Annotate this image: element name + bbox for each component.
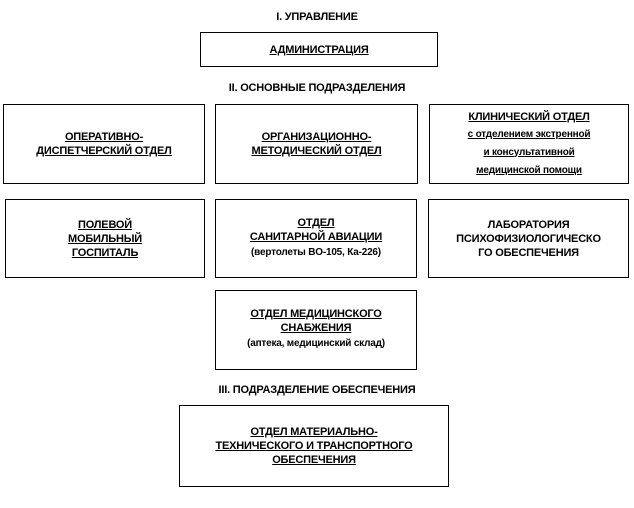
administration-box: АДМИНИСТРАЦИЯ [200,32,438,67]
material-line-2: ТЕХНИЧЕСКОГО И ТРАНСПОРТНОГО [215,440,413,452]
material-line-1: ОТДЕЛ МАТЕРИАЛЬНО- [250,426,378,438]
operative-line-1: ОПЕРАТИВНО- [64,131,144,143]
laboratory-line-1: ЛАБОРАТОРИЯ [487,218,570,231]
aviation-title-line-1: ОТДЕЛ [297,216,335,229]
operative-line-2: ДИСПЕТЧЕРСКИЙ ОТДЕЛ [36,145,172,157]
laboratory-line-3: ГО ОБЕСПЕЧЕНИЯ [478,246,579,259]
material-technical-transport-department-box: ОТДЕЛ МАТЕРИАЛЬНО- ТЕХНИЧЕСКОГО И ТРАНСП… [179,405,449,487]
clinical-line-1: с отделением экстренной [467,128,591,140]
supply-title-line-2: СНАБЖЕНИЯ [280,322,352,334]
administration-label: АДМИНИСТРАЦИЯ [269,43,369,56]
laboratory-line-2: ПСИХОФИЗИОЛОГИЧЕСКО [456,232,601,245]
psychophysiological-laboratory-box: ЛАБОРАТОРИЯ ПСИХОФИЗИОЛОГИЧЕСКО ГО ОБЕСП… [428,199,629,278]
material-line-3: ОБЕСПЕЧЕНИЯ [272,454,356,466]
field-mobile-hospital-box: ПОЛЕВОЙ МОБИЛЬНЫЙ ГОСПИТАЛЬ [5,199,205,278]
organizational-methodical-department-box: ОРГАНИЗАЦИОННО- МЕТОДИЧЕСКИЙ ОТДЕЛ [215,104,418,184]
supply-title-line-1: ОТДЕЛ МЕДИЦИНСКОГО [250,308,382,320]
section-3-heading: III. ПОДРАЗДЕЛЕНИЕ ОБЕСПЕЧЕНИЯ [218,384,416,396]
aviation-note: (вертолеты BO-105, Ка-226) [251,246,381,258]
operative-dispatch-department-box: ОПЕРАТИВНО- ДИСПЕТЧЕРСКИЙ ОТДЕЛ [3,104,205,184]
medical-supply-department-box: ОТДЕЛ МЕДИЦИНСКОГО СНАБЖЕНИЯ (аптека, ме… [215,290,417,370]
clinical-department-box: КЛИНИЧЕСКИЙ ОТДЕЛ с отделением экстренно… [429,104,629,184]
clinical-line-3: медицинской помощи [476,164,582,176]
organizational-line-1: ОРГАНИЗАЦИОННО- [261,131,372,143]
field-hospital-line-3: ГОСПИТАЛЬ [71,246,139,259]
supply-note: (аптека, медицинский склад) [247,338,385,349]
clinical-title: КЛИНИЧЕСКИЙ ОТДЕЛ [468,110,590,123]
sanitary-aviation-department-box: ОТДЕЛ САНИТАРНОЙ АВИАЦИИ (вертолеты BO-1… [215,199,417,278]
section-1-heading: I. УПРАВЛЕНИЕ [276,11,358,23]
section-2-heading: II. ОСНОВНЫЕ ПОДРАЗДЕЛЕНИЯ [228,82,406,94]
organizational-line-2: МЕТОДИЧЕСКИЙ ОТДЕЛ [251,145,382,157]
field-hospital-line-1: ПОЛЕВОЙ [78,218,132,231]
field-hospital-line-2: МОБИЛЬНЫЙ [68,232,142,245]
clinical-line-2: и консультативной [483,146,575,158]
aviation-title-line-2: САНИТАРНОЙ АВИАЦИИ [249,230,383,243]
